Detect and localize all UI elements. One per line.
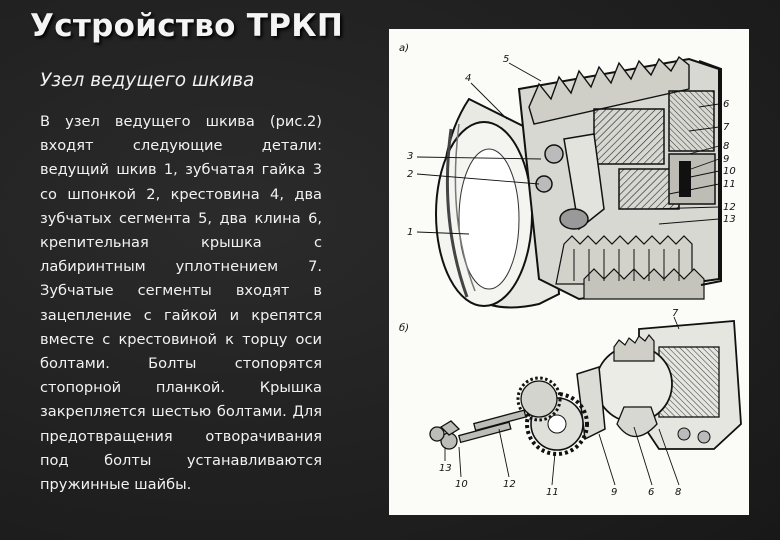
part-a-label: а) bbox=[399, 43, 409, 54]
callout-a-12: 12 bbox=[723, 202, 736, 213]
callout-a-13: 13 bbox=[723, 214, 736, 225]
slide-body-text: В узел ведущего шкива (рис.2) входят сле… bbox=[40, 113, 322, 494]
callout-b-8: 8 bbox=[675, 487, 681, 498]
slide-title: Устройство ТРКП bbox=[30, 8, 344, 44]
callout-a-9: 9 bbox=[723, 154, 729, 165]
part-b-label: б) bbox=[399, 322, 409, 334]
callout-a-3: 3 bbox=[407, 151, 413, 162]
exploded-view-b: б) 7 13 10 12 11 9 6 8 bbox=[399, 308, 742, 498]
callout-b-13: 13 bbox=[439, 463, 452, 474]
drive-pulley-assembly-figure: а) 5 4 6 7 8 9 3 10 2 11 12 13 1 bbox=[389, 29, 749, 515]
callout-b-6: 6 bbox=[648, 487, 654, 498]
callout-b-7: 7 bbox=[672, 308, 679, 319]
callout-a-5: 5 bbox=[503, 54, 509, 65]
callout-b-9: 9 bbox=[611, 487, 617, 498]
callout-a-11: 11 bbox=[723, 179, 736, 190]
slide-subtitle: Узел ведущего шкива bbox=[40, 70, 255, 91]
callout-a-4: 4 bbox=[465, 73, 471, 84]
callout-a-7: 7 bbox=[723, 122, 730, 133]
callout-a-8: 8 bbox=[723, 141, 729, 152]
callout-b-11: 11 bbox=[546, 487, 559, 498]
callout-a-2: 2 bbox=[407, 169, 413, 180]
callout-a-1: 1 bbox=[407, 227, 413, 238]
callout-b-12: 12 bbox=[503, 479, 516, 490]
callout-a-6: 6 bbox=[723, 99, 729, 110]
callout-b-10: 10 bbox=[455, 479, 468, 490]
callout-a-10: 10 bbox=[723, 166, 736, 177]
sectional-view-a: а) 5 4 6 7 8 9 3 10 2 11 12 13 1 bbox=[399, 43, 736, 309]
